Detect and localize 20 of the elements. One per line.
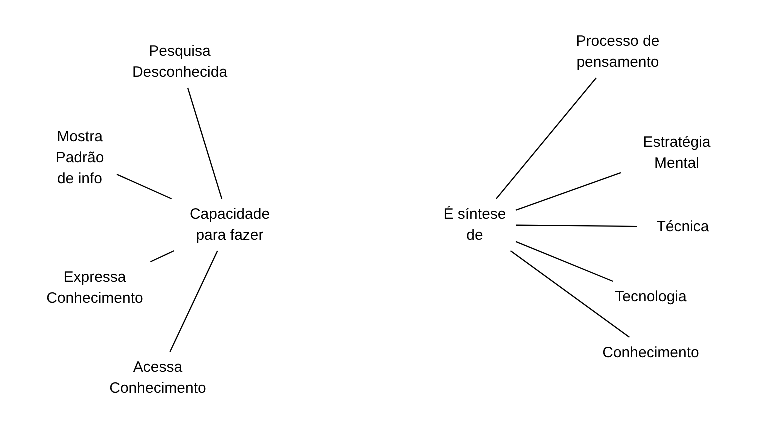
connector-line bbox=[170, 250, 218, 352]
node-label: Pesquisa Desconhecida bbox=[132, 43, 228, 81]
node-label: Capacidade para fazer bbox=[190, 206, 270, 244]
connector-line bbox=[516, 172, 622, 211]
connector-line bbox=[516, 241, 614, 282]
connector-line bbox=[510, 250, 630, 338]
connector-line bbox=[496, 78, 597, 200]
node-label: Processo de pensamento bbox=[576, 33, 660, 71]
connector-line bbox=[516, 224, 637, 228]
node-label: Tecnologia bbox=[615, 288, 687, 306]
node-label: Estratégia Mental bbox=[643, 134, 711, 172]
connector-line bbox=[116, 174, 172, 200]
node-label: Técnica bbox=[656, 218, 710, 236]
node-label: Mostra Padrão de info bbox=[56, 128, 104, 188]
node-label: Expressa Conhecimento bbox=[46, 269, 144, 307]
connector-line bbox=[150, 250, 175, 263]
node-label: É síntese de bbox=[444, 206, 506, 244]
node-label: Conhecimento bbox=[602, 344, 700, 362]
node-label: Acessa Conhecimento bbox=[110, 359, 206, 397]
connector-line bbox=[187, 88, 223, 200]
